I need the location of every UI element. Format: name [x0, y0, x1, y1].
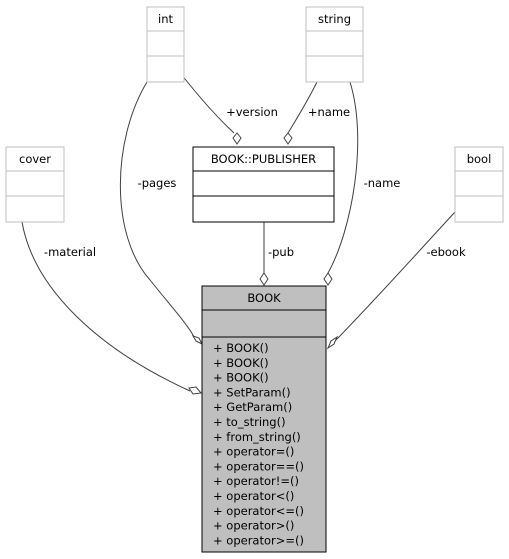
- label-pub-name: +name: [308, 105, 350, 119]
- class-book-methods: + BOOK()+ BOOK()+ BOOK()+ SetParam()+ Ge…: [213, 341, 304, 547]
- label-pub: -pub: [268, 245, 294, 259]
- class-book-name: BOOK: [247, 291, 281, 305]
- book-method: + operator>(): [213, 519, 294, 533]
- label-ebook: -ebook: [426, 245, 466, 259]
- class-cover-name: cover: [19, 152, 51, 166]
- class-string[interactable]: string: [305, 6, 364, 83]
- label-pages: -pages: [138, 176, 177, 190]
- class-int[interactable]: int: [146, 6, 185, 83]
- diamond-ebook: [326, 335, 339, 350]
- class-cover[interactable]: cover: [5, 146, 65, 223]
- diamond-version: [232, 132, 242, 145]
- edge-version: [180, 73, 235, 134]
- book-method: + SetParam(): [213, 385, 291, 399]
- edge-name: [327, 81, 359, 274]
- edge-material: [21, 221, 191, 392]
- book-method: + BOOK(): [213, 341, 269, 355]
- label-material: -material: [44, 245, 96, 259]
- class-book-publisher-name: BOOK::PUBLISHER: [211, 152, 316, 166]
- class-book-publisher[interactable]: BOOK::PUBLISHER: [192, 146, 335, 223]
- book-method: + BOOK(): [213, 371, 269, 385]
- class-bool[interactable]: bool: [454, 146, 504, 223]
- book-method: + from_string(): [213, 430, 301, 444]
- diamond-name: [323, 272, 333, 286]
- book-method: + operator<=(): [213, 504, 304, 518]
- book-method: + operator==(): [213, 459, 304, 473]
- diamond-material: [188, 386, 202, 395]
- book-method: + operator>=(): [213, 533, 304, 547]
- book-method: + BOOK(): [213, 356, 269, 370]
- edge-pages: [119, 81, 195, 338]
- book-method: + to_string(): [213, 415, 286, 429]
- book-method: + GetParam(): [213, 400, 292, 414]
- book-method: + operator=(): [213, 445, 294, 459]
- book-method: + operator!=(): [213, 474, 299, 488]
- class-string-name: string: [318, 12, 351, 26]
- edge-ebook: [335, 211, 456, 341]
- diamond-pub-name: [283, 132, 293, 145]
- class-bool-name: bool: [467, 152, 492, 166]
- label-version: +version: [226, 105, 278, 119]
- class-book[interactable]: BOOK + BOOK()+ BOOK()+ BOOK()+ SetParam(…: [201, 285, 327, 553]
- label-name: -name: [364, 176, 401, 190]
- edge-pub-name: [287, 81, 318, 134]
- diamond-pages: [191, 335, 204, 346]
- diamond-pub: [259, 272, 269, 286]
- class-int-name: int: [158, 12, 173, 26]
- book-method: + operator<(): [213, 489, 294, 503]
